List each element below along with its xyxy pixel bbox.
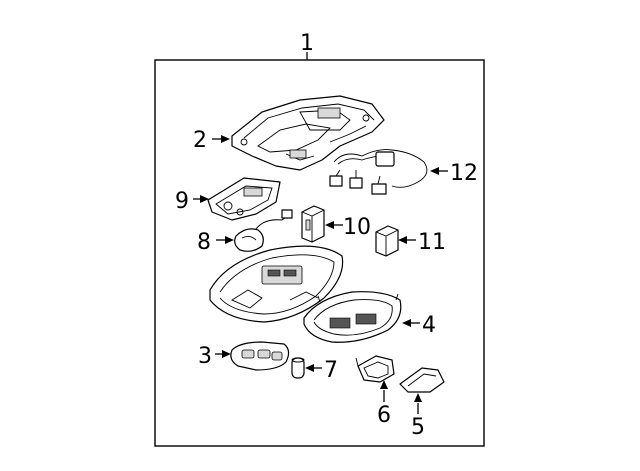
part-7-bulb (291, 357, 305, 379)
callout-4: 4 (422, 313, 436, 338)
callout-2: 2 (193, 128, 207, 153)
callout-10: 10 (343, 215, 371, 240)
part-10-lamp-socket (301, 205, 325, 243)
callout-8: 8 (197, 230, 211, 255)
callout-3: 3 (198, 344, 212, 369)
overhead-console-shell (209, 245, 344, 323)
part-9-bracket (207, 177, 281, 221)
diagram-frame (154, 59, 485, 447)
part-3-switch-panel (230, 341, 290, 371)
part-5-cover (399, 367, 445, 393)
callout-5: 5 (411, 415, 425, 440)
callout-7: 7 (324, 358, 338, 383)
callout-12: 12 (450, 161, 478, 186)
callout-9: 9 (175, 189, 189, 214)
part-12-wiring-harness (329, 149, 428, 195)
callout-1: 1 (300, 31, 314, 56)
part-2-console-frame (231, 95, 385, 171)
part-4-console-trim (303, 291, 402, 343)
callout-6: 6 (377, 403, 391, 428)
part-6-lens (355, 355, 395, 383)
part-8-lamp-assembly (234, 209, 293, 252)
part-11-switch (375, 225, 399, 257)
callout-11: 11 (418, 230, 446, 255)
